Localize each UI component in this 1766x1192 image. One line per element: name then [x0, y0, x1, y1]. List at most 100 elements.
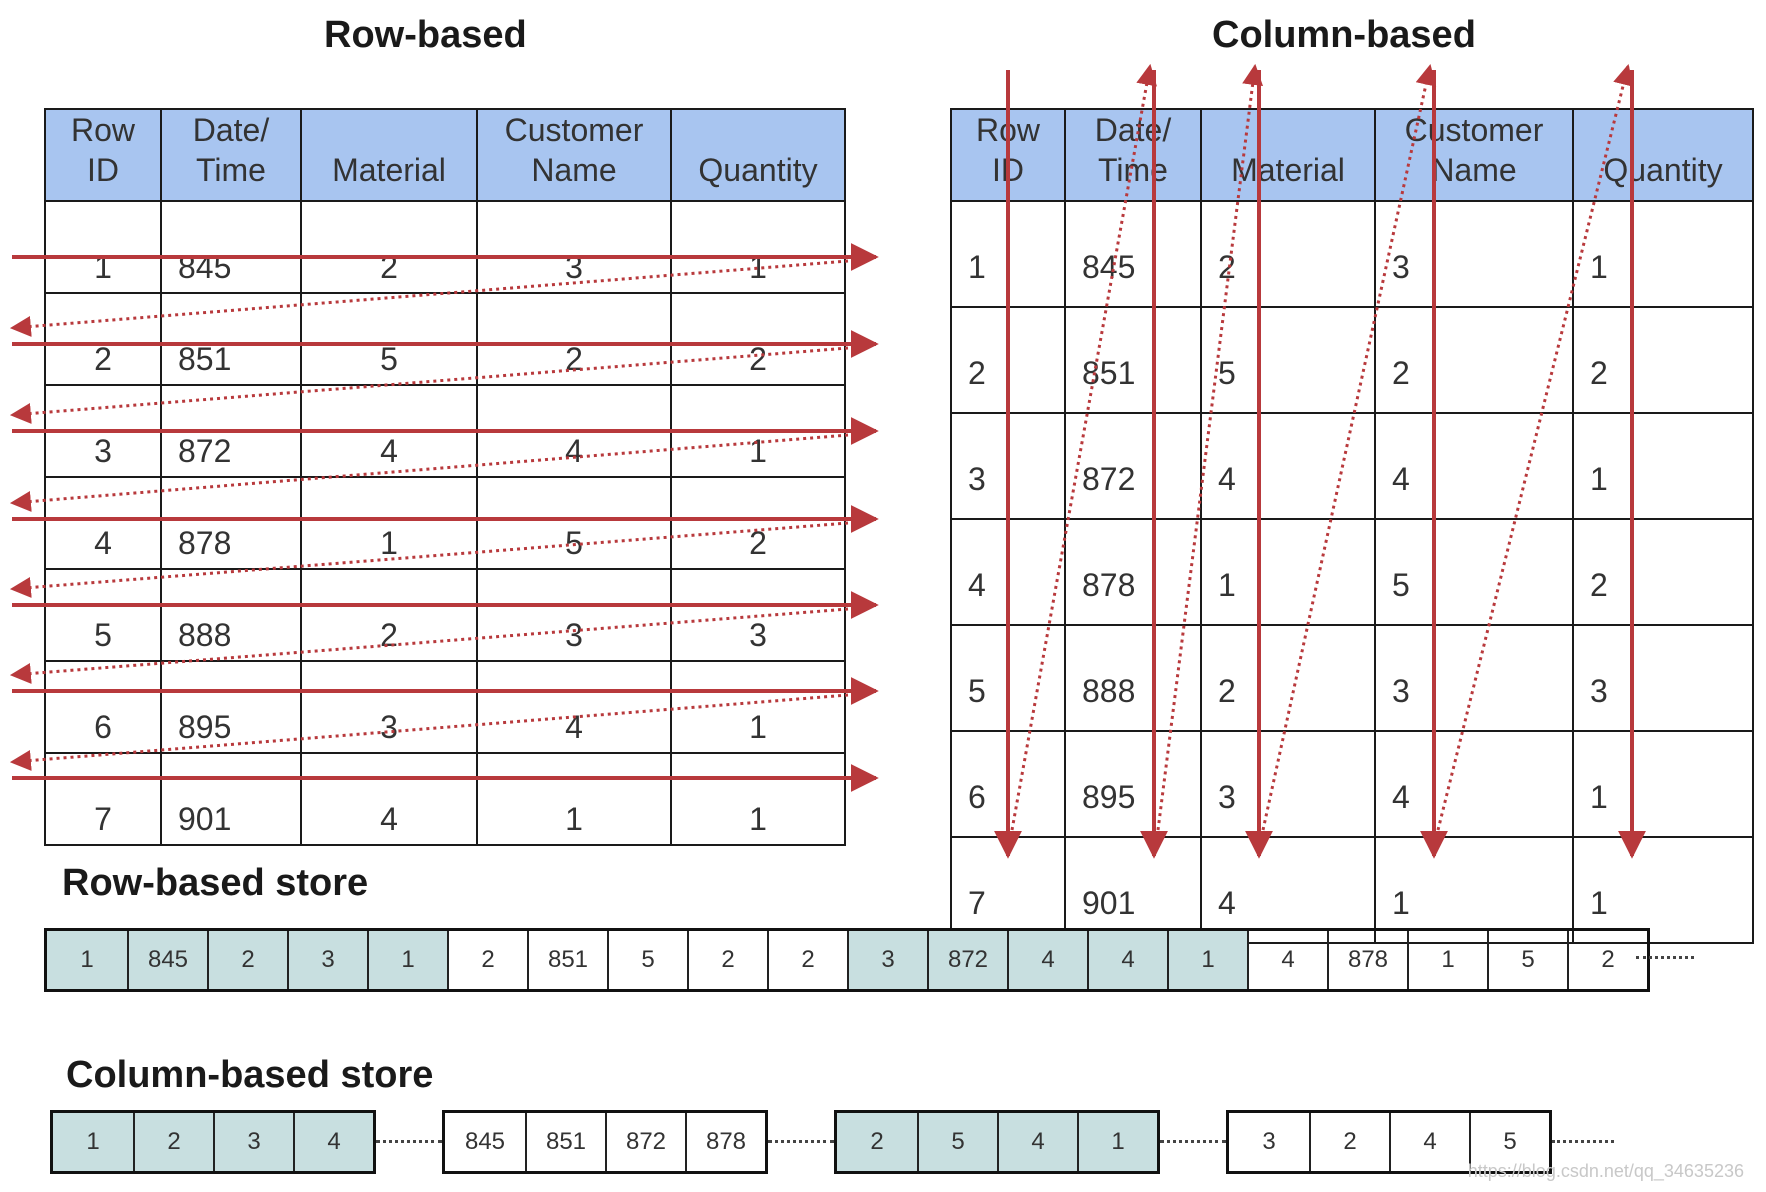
- store-cell: 4: [1247, 931, 1327, 989]
- table-cell: 3: [476, 568, 672, 662]
- row-return-arrow: [9, 693, 849, 771]
- table-cell: 1: [1200, 518, 1376, 626]
- table-cell: 2: [476, 292, 672, 386]
- table-cell: 5: [1200, 306, 1376, 414]
- table-cell: 6: [44, 660, 162, 754]
- column-return-arrow: [1156, 63, 1264, 831]
- table-cell: 1: [44, 200, 162, 294]
- table-cell: 1: [670, 752, 846, 846]
- table-cell: 845: [1064, 200, 1202, 308]
- table-cell: 2: [1200, 624, 1376, 732]
- table-cell: 851: [160, 292, 302, 386]
- table-cell: 4: [1374, 730, 1574, 838]
- table-cell: 4: [300, 384, 478, 478]
- store-cell: 851: [525, 1113, 605, 1171]
- store-cell: 1: [1407, 931, 1487, 989]
- store-cell: 1: [1077, 1113, 1157, 1171]
- store-cell: 2: [687, 931, 767, 989]
- store-cell: 4: [1087, 931, 1167, 989]
- column-header: Material: [1200, 108, 1376, 202]
- store-continuation-dots: [768, 1140, 834, 1143]
- row-return-arrow: [9, 521, 849, 598]
- store-cell: 3: [213, 1113, 293, 1171]
- column-header: Date/Time: [1064, 108, 1202, 202]
- table-cell: 2: [1572, 518, 1754, 626]
- store-cell: 5: [607, 931, 687, 989]
- table-cell: 3: [300, 660, 478, 754]
- column-header: Quantity: [670, 108, 846, 202]
- store-cell: 2: [1309, 1113, 1389, 1171]
- table-cell: 2: [1374, 306, 1574, 414]
- table-cell: 895: [1064, 730, 1202, 838]
- store-continuation-dots: [1552, 1140, 1614, 1143]
- store-cell: 1: [53, 1113, 133, 1171]
- store-cell: 2: [207, 931, 287, 989]
- row-return-arrow: [9, 607, 849, 684]
- row-based-title: Row-based: [324, 14, 527, 56]
- table-cell: 1: [476, 752, 672, 846]
- store-cell: 3: [847, 931, 927, 989]
- table-cell: 4: [1200, 836, 1376, 944]
- column-based-title: Column-based: [1212, 14, 1476, 56]
- store-cell: 878: [685, 1113, 765, 1171]
- table-cell: 4: [300, 752, 478, 846]
- column-header: Date/Time: [160, 108, 302, 202]
- table-cell: 901: [1064, 836, 1202, 944]
- table-cell: 4: [44, 476, 162, 570]
- column-store-label: Column-based store: [66, 1054, 434, 1096]
- table-cell: 895: [160, 660, 302, 754]
- store-continuation-dots: [1160, 1140, 1226, 1143]
- row-store-continuation: [1636, 956, 1694, 959]
- table-cell: 5: [1374, 518, 1574, 626]
- store-cell: 872: [605, 1113, 685, 1171]
- table-cell: 872: [1064, 412, 1202, 520]
- table-cell: 5: [476, 476, 672, 570]
- table-cell: 2: [300, 200, 478, 294]
- table-cell: 4: [1374, 412, 1574, 520]
- table-cell: 1: [1572, 412, 1754, 520]
- table-cell: 2: [300, 568, 478, 662]
- store-cell: 1: [47, 931, 127, 989]
- table-cell: 1: [1572, 730, 1754, 838]
- store-cell: 845: [464, 1128, 506, 1155]
- table-cell: 4: [476, 660, 672, 754]
- column-return-arrow: [1010, 63, 1157, 831]
- table-cell: 888: [160, 568, 302, 662]
- table-cell: 5: [300, 292, 478, 386]
- table-cell: 2: [1572, 306, 1754, 414]
- store-cell: 5: [1469, 1113, 1549, 1171]
- store-cell: 845: [127, 931, 207, 989]
- table-cell: 4: [1200, 412, 1376, 520]
- table-cell: 2: [44, 292, 162, 386]
- column-return-arrow: [1436, 63, 1634, 831]
- table-cell: 1: [1572, 200, 1754, 308]
- store-cell: 4: [1389, 1113, 1469, 1171]
- store-cell: 4: [997, 1113, 1077, 1171]
- column-based-table: RowIDDate/TimeMaterialCustomerNameQuanti…: [950, 108, 1754, 944]
- table-cell: 3: [1200, 730, 1376, 838]
- store-cell: 2: [1567, 931, 1647, 989]
- watermark: https://blog.csdn.net/qq_34635236: [1467, 1161, 1744, 1181]
- row-return-arrow: [9, 346, 849, 424]
- table-cell: 2: [670, 292, 846, 386]
- store-cell: 2: [767, 931, 847, 989]
- store-cell: 872: [927, 931, 1007, 989]
- column-header: Material: [300, 108, 478, 202]
